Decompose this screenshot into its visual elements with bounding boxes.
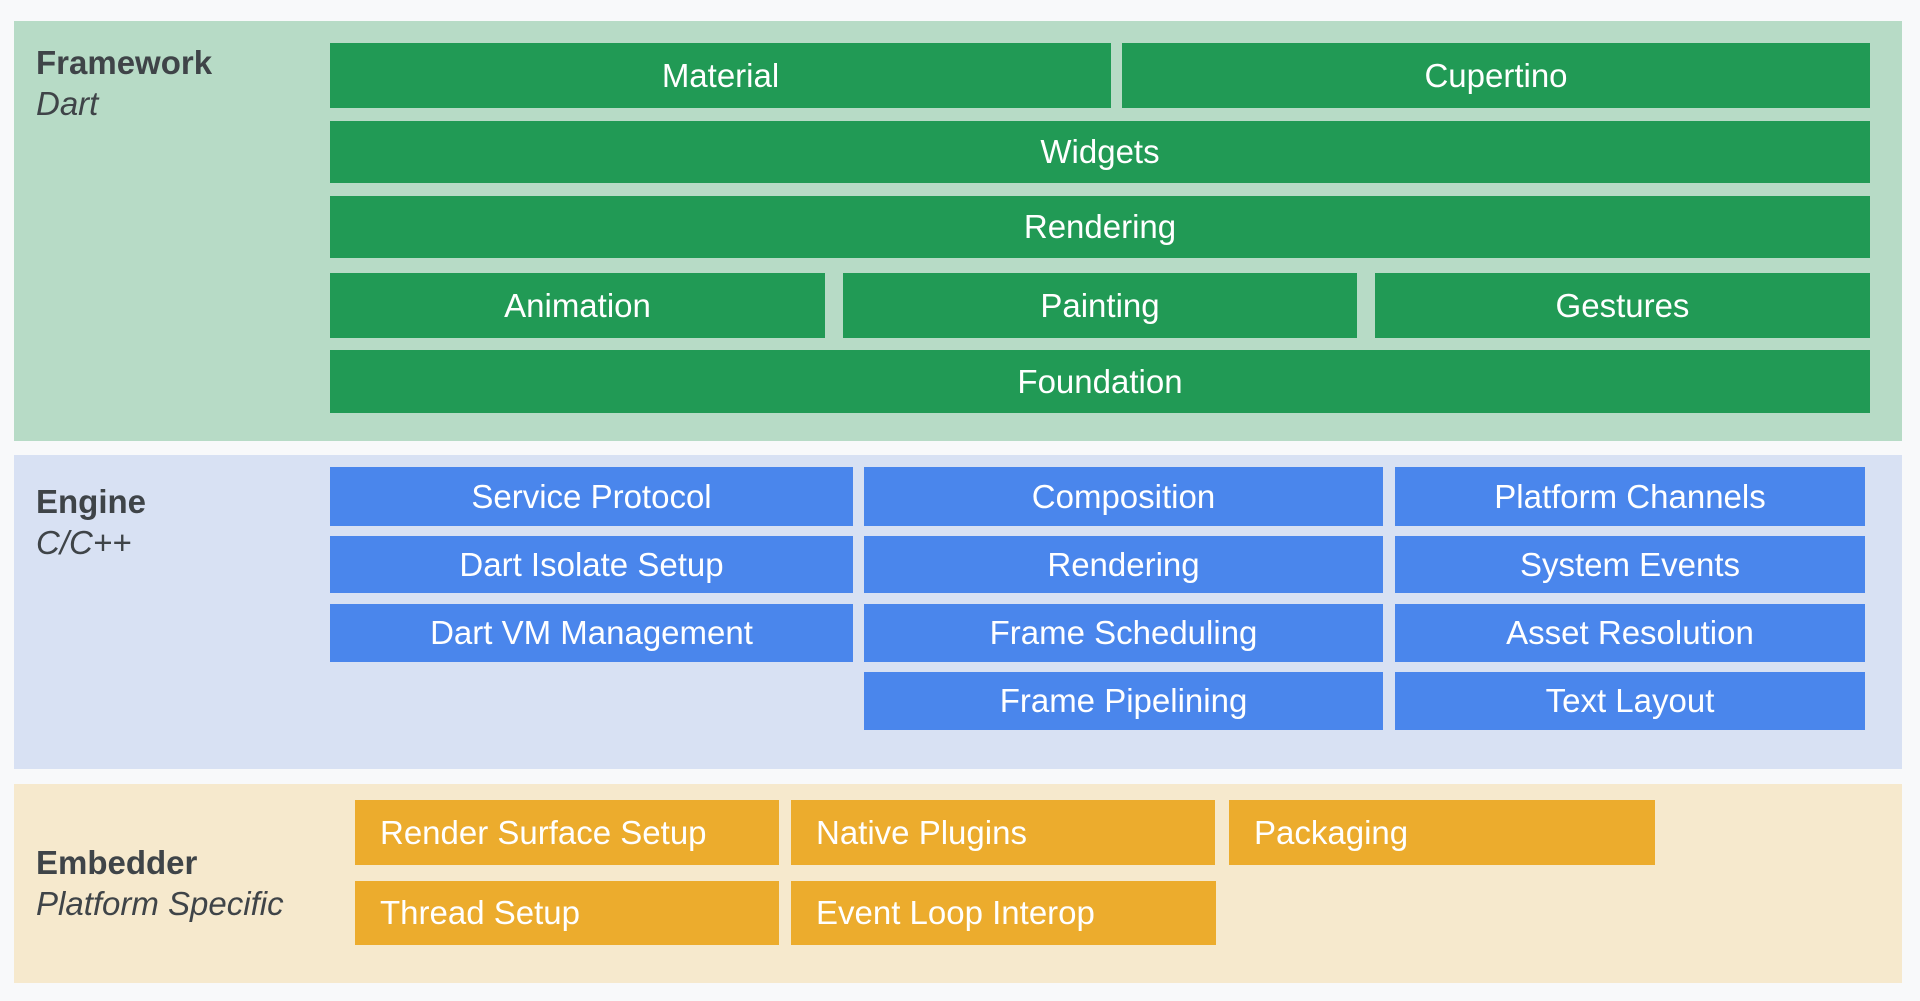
framework-title: Framework xyxy=(36,44,213,81)
block-render-surface-setup: Render Surface Setup xyxy=(355,800,779,865)
engine-subtitle: C/C++ xyxy=(36,524,132,561)
block-packaging: Packaging xyxy=(1229,800,1655,865)
block-gestures: Gestures xyxy=(1375,273,1870,338)
engine-layer: Engine C/C++ Service Protocol Dart Isola… xyxy=(14,455,1902,769)
block-dart-isolate-setup: Dart Isolate Setup xyxy=(330,536,853,593)
embedder-title: Embedder xyxy=(36,844,198,881)
block-rendering-framework: Rendering xyxy=(330,196,1870,258)
block-asset-resolution: Asset Resolution xyxy=(1395,604,1865,662)
block-cupertino: Cupertino xyxy=(1122,43,1870,108)
block-rendering-engine: Rendering xyxy=(864,536,1383,593)
block-widgets: Widgets xyxy=(330,121,1870,183)
block-system-events: System Events xyxy=(1395,536,1865,593)
block-animation: Animation xyxy=(330,273,825,338)
framework-layer: Framework Dart Material Cupertino Widget… xyxy=(14,21,1902,441)
framework-subtitle: Dart xyxy=(36,85,99,122)
block-thread-setup: Thread Setup xyxy=(355,881,779,945)
block-foundation: Foundation xyxy=(330,350,1870,413)
embedder-layer: Embedder Platform Specific Render Surfac… xyxy=(14,784,1902,983)
engine-label: Engine C/C++ xyxy=(36,481,146,563)
block-frame-scheduling: Frame Scheduling xyxy=(864,604,1383,662)
framework-label: Framework Dart xyxy=(36,42,212,124)
block-composition: Composition xyxy=(864,467,1383,526)
block-service-protocol: Service Protocol xyxy=(330,467,853,526)
engine-title: Engine xyxy=(36,483,147,520)
embedder-label: Embedder Platform Specific xyxy=(36,842,284,924)
block-frame-pipelining: Frame Pipelining xyxy=(864,672,1383,730)
block-native-plugins: Native Plugins xyxy=(791,800,1215,865)
block-platform-channels: Platform Channels xyxy=(1395,467,1865,526)
block-painting: Painting xyxy=(843,273,1357,338)
block-text-layout: Text Layout xyxy=(1395,672,1865,730)
block-material: Material xyxy=(330,43,1111,108)
embedder-subtitle: Platform Specific xyxy=(36,885,284,922)
block-event-loop-interop: Event Loop Interop xyxy=(791,881,1216,945)
block-dart-vm-management: Dart VM Management xyxy=(330,604,853,662)
